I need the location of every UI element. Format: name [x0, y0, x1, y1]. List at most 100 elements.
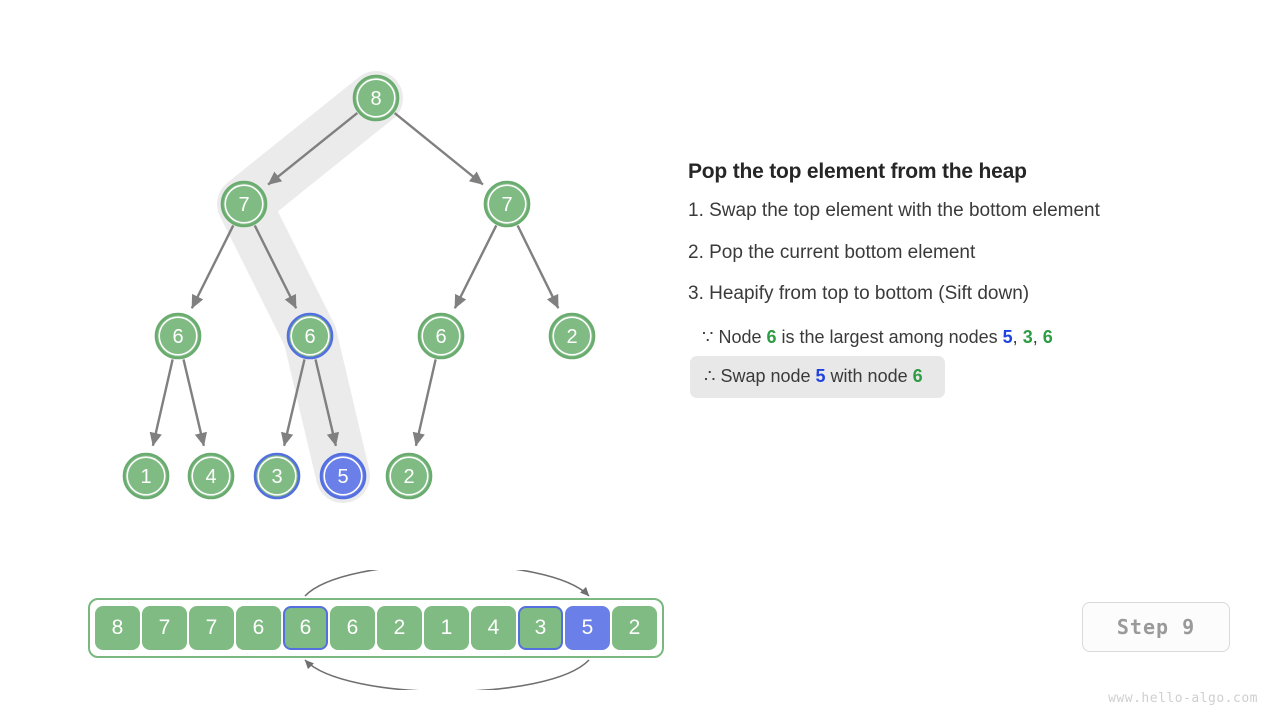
tree-node[interactable]: 6 [417, 312, 465, 360]
tree-edge [281, 359, 306, 447]
tree-node[interactable]: 6 [154, 312, 202, 360]
array-cell-value: 2 [393, 616, 406, 639]
array-cell-value: 3 [534, 616, 547, 639]
binary-tree-diagram: 8 7 7 6 6 6 2 1 4 3 5 2 [0, 0, 660, 560]
tree-edge [516, 225, 560, 309]
array-cell[interactable]: 2 [377, 606, 422, 650]
conclusion-line: ∴ Swap node 5 with node 6 [690, 356, 945, 398]
array-cell[interactable]: 6 [330, 606, 375, 650]
node-value: 3 [271, 466, 282, 488]
tree-node[interactable]: 8 [352, 74, 400, 122]
tree-edge [453, 224, 498, 309]
node-circle [220, 180, 268, 228]
reason-candidate-0: 5 [1002, 326, 1013, 347]
tree-edge [182, 359, 207, 447]
node-value: 6 [435, 326, 446, 348]
tree-edges [149, 112, 560, 447]
reason-candidate-list: 5, 3, 6 [1003, 327, 1053, 347]
node-inner-ring [158, 316, 198, 356]
tree-edge [149, 359, 174, 447]
array-cell-value: 2 [628, 616, 641, 639]
sift-down-path-highlight [217, 71, 403, 503]
array-cell-value: 7 [158, 616, 171, 639]
tree-edge [267, 112, 359, 186]
node-value: 1 [140, 466, 151, 488]
node-value: 2 [403, 466, 414, 488]
conclusion-wrapper: ∴ Swap node 5 with node 6 [688, 356, 1248, 398]
watermark: www.hello-algo.com [1108, 691, 1258, 706]
conclusion-to-value: 6 [912, 366, 923, 387]
tree-node[interactable]: 1 [122, 452, 170, 500]
reason-separator: , [1032, 326, 1043, 347]
array-cell[interactable]: 6 [283, 606, 328, 650]
array-cell-value: 8 [111, 616, 124, 639]
because-symbol: ∵ [702, 326, 714, 347]
array-cell-value: 1 [440, 616, 453, 639]
node-circle [187, 452, 235, 500]
node-circle [122, 452, 170, 500]
explanation-panel: Pop the top element from the heap 1. Swa… [688, 160, 1248, 398]
step-item-3: 3. Heapify from top to bottom (Sift down… [688, 283, 1030, 305]
array-cell[interactable]: 7 [142, 606, 187, 650]
node-circle [154, 312, 202, 360]
tree-node[interactable]: 6 [286, 312, 334, 360]
array-cell[interactable]: 3 [518, 606, 563, 650]
array-cell[interactable]: 6 [236, 606, 281, 650]
node-inner-ring [487, 184, 527, 224]
array-cell-value: 6 [252, 616, 265, 639]
array-cell[interactable]: 4 [471, 606, 516, 650]
node-inner-ring [126, 456, 166, 496]
tree-node[interactable]: 2 [548, 312, 596, 360]
tree-node[interactable]: 2 [385, 452, 433, 500]
node-inner-ring [389, 456, 429, 496]
node-inner-ring [323, 456, 363, 496]
node-value: 7 [238, 194, 249, 216]
conclusion-from-value: 5 [815, 366, 826, 387]
therefore-symbol: ∴ [704, 366, 716, 387]
node-circle [253, 452, 301, 500]
node-value: 8 [370, 88, 381, 110]
reason-text-part1: Node [713, 326, 767, 347]
node-value: 7 [501, 194, 512, 216]
tree-node[interactable]: 5 [319, 452, 367, 500]
tree-node[interactable]: 7 [220, 180, 268, 228]
step-item-1: 1. Swap the top element with the bottom … [688, 200, 1100, 221]
array-cell[interactable]: 5 [565, 606, 610, 650]
array-cell-value: 7 [205, 616, 218, 639]
tree-edge [190, 224, 235, 309]
node-circle [385, 452, 433, 500]
array-swap-arrows [304, 570, 590, 690]
page-title: Pop the top element from the heap [688, 160, 1027, 183]
node-circle [319, 452, 367, 500]
node-value: 5 [337, 466, 348, 488]
node-value: 4 [205, 466, 216, 488]
tree-node[interactable]: 7 [483, 180, 531, 228]
node-circle [417, 312, 465, 360]
tree-edge [253, 224, 298, 309]
node-circle [548, 312, 596, 360]
reason-candidate-2: 6 [1042, 326, 1053, 347]
step-item-2: 2. Pop the current bottom element [688, 241, 976, 263]
reason-text-part2: is the largest among nodes [776, 326, 1003, 347]
array-cell-value: 5 [581, 616, 594, 639]
node-inner-ring [290, 316, 330, 356]
array-cell-value: 6 [346, 616, 359, 639]
array-cell[interactable]: 2 [612, 606, 657, 650]
tree-node[interactable]: 4 [187, 452, 235, 500]
node-circle [483, 180, 531, 228]
reason-node-value: 6 [766, 326, 777, 347]
array-cell-value: 6 [299, 616, 312, 639]
array-cell[interactable]: 1 [424, 606, 469, 650]
node-value: 2 [566, 326, 577, 348]
reason-candidate-1: 3 [1022, 326, 1033, 347]
array-cell[interactable]: 8 [95, 606, 140, 650]
reason-line: ∵ Node 6 is the largest among nodes 5, 3… [702, 325, 1248, 350]
highlight-band [217, 71, 403, 503]
tree-edge [393, 112, 484, 186]
array-cell[interactable]: 7 [189, 606, 234, 650]
tree-node[interactable]: 3 [253, 452, 301, 500]
node-inner-ring [421, 316, 461, 356]
node-inner-ring [552, 316, 592, 356]
